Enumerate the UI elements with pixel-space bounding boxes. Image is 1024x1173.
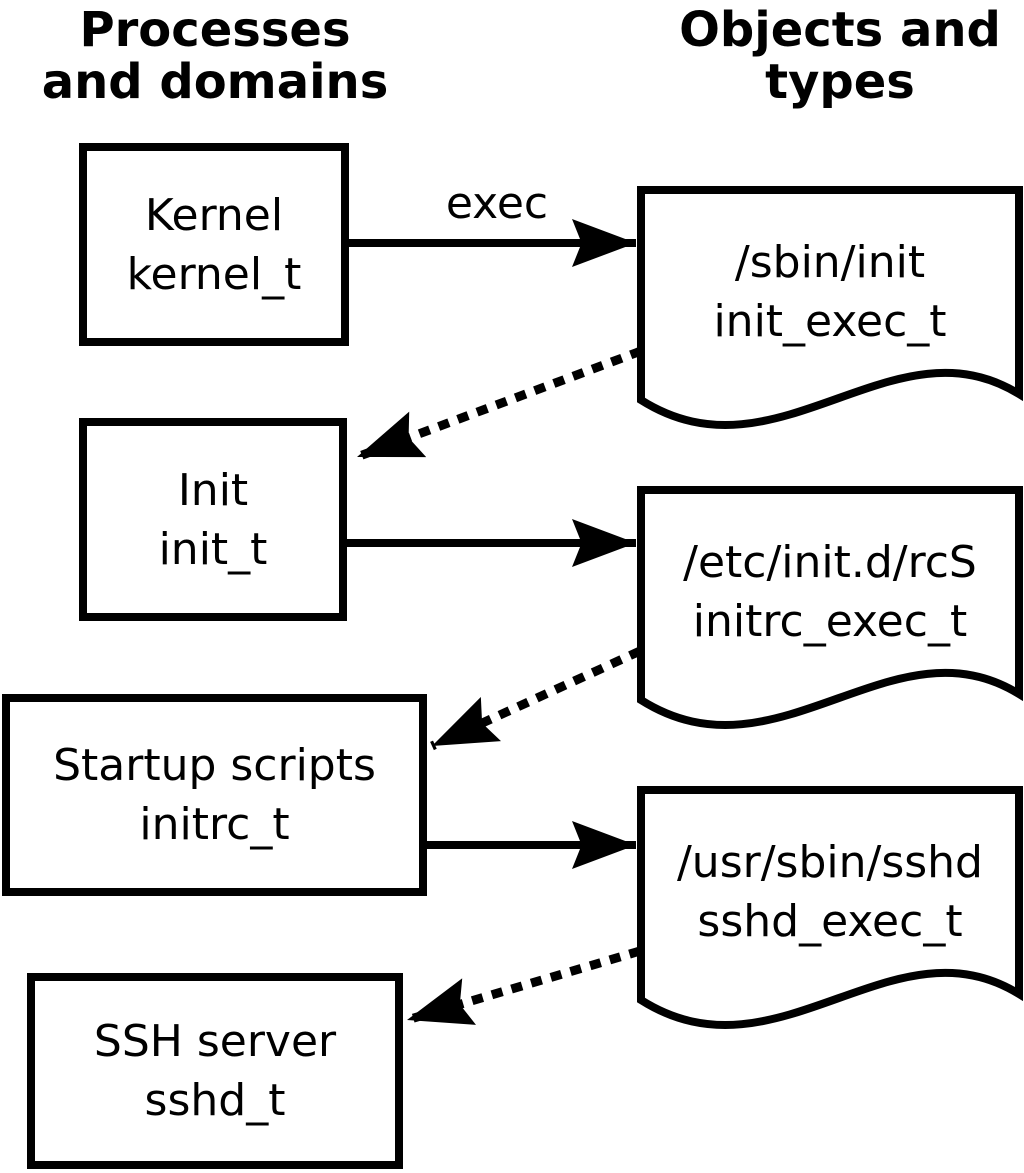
process-node-ssh-server: SSH server sshd_t [27,973,403,1169]
process-node-type: init_t [158,523,268,575]
exec-arrow-label: exec [445,178,549,229]
object-node-label: /usr/sbin/sshd [676,837,983,888]
column-header-objects-and-types: Objects and types [679,2,1001,110]
document-shape-icon [637,186,1023,429]
process-node-kernel: Kernel kernel_t [79,143,349,346]
transition-arrow-sbin-init-to-init [355,346,643,462]
object-node-sbin-init: /sbin/init init_exec_t [637,186,1023,438]
process-node-init: Init init_t [79,418,347,621]
document-shape-icon [637,786,1023,1029]
process-node-label: Startup scripts [53,740,376,791]
process-node-label: Init [177,464,249,516]
process-node-label: Kernel [144,189,284,241]
transition-arrow-etc-initd-rcs-to-startup-scripts [430,646,642,751]
transition-arrow-usr-sbin-sshd-to-ssh-server [405,946,642,1025]
object-node-type: initrc_exec_t [692,596,968,647]
process-node-type: kernel_t [126,248,302,300]
object-node-label: /sbin/init [734,237,926,288]
object-node-usr-sbin-sshd: /usr/sbin/sshd sshd_exec_t [637,786,1023,1038]
process-node-startup-scripts: Startup scripts initrc_t [2,694,427,896]
column-header-processes-and-domains: Processes and domains [41,2,389,110]
object-node-etc-initd-rcs: /etc/init.d/rcS initrc_exec_t [637,486,1023,738]
document-shape-icon [637,486,1023,729]
object-node-type: init_exec_t [713,296,947,347]
object-node-label: /etc/init.d/rcS [683,537,977,588]
process-node-label: SSH server [93,1016,337,1067]
process-node-type: sshd_t [144,1075,286,1126]
process-node-type: initrc_t [139,799,290,850]
object-node-type: sshd_exec_t [697,896,963,947]
